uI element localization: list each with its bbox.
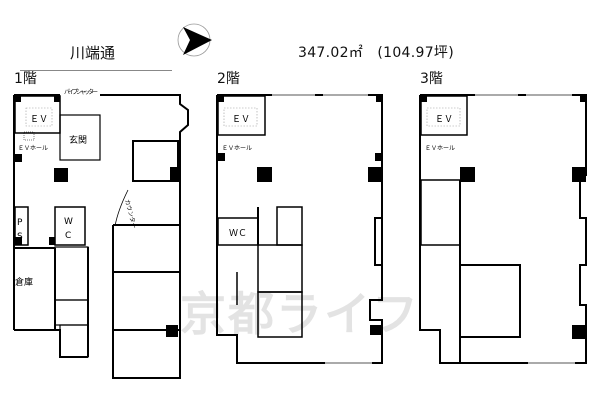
ev-hall-label-2: ＥＶホール	[222, 145, 252, 152]
columns-1	[15, 96, 180, 337]
street-name: 川端通	[70, 44, 116, 62]
ev-label-1: ＥＶ	[30, 115, 48, 125]
floor-plan-2	[216, 94, 383, 364]
floor-label-2: 2階	[217, 71, 240, 87]
ev-label-2: ＥＶ	[232, 115, 250, 125]
floor-plan-3	[419, 94, 587, 364]
floor-plan-1	[13, 94, 189, 379]
windows-2	[272, 94, 372, 364]
wc-label-w: W	[64, 217, 73, 227]
floor-label-1: 1階	[14, 71, 37, 87]
north-arrow-icon	[177, 23, 212, 57]
storage-label: 倉庫	[15, 276, 33, 288]
ev-hall-label-1: ＥＶホール	[18, 145, 48, 152]
ev-shaft-1	[25, 107, 53, 127]
wc-label-2: ＷＣ	[229, 229, 247, 239]
entrance-label: 玄関	[69, 134, 87, 146]
ps-label-p: P	[17, 218, 23, 228]
columns-3	[421, 96, 586, 339]
ps-label-s: S	[17, 232, 23, 242]
ev-shaft-3	[426, 107, 461, 127]
ev-shaft-2	[223, 107, 258, 127]
floor-label-3: 3階	[420, 71, 443, 87]
pipe-shutter-label: パイプシャッター	[64, 88, 98, 96]
ev-label-3: ＥＶ	[435, 115, 453, 125]
floor-area: 347.02㎡ (104.97坪)	[298, 45, 454, 61]
columns-2	[218, 96, 382, 335]
windows-3	[475, 94, 575, 364]
wc-label-c: C	[65, 231, 71, 241]
street-line	[20, 70, 172, 71]
ev-hall-label-3: ＥＶホール	[425, 145, 455, 152]
